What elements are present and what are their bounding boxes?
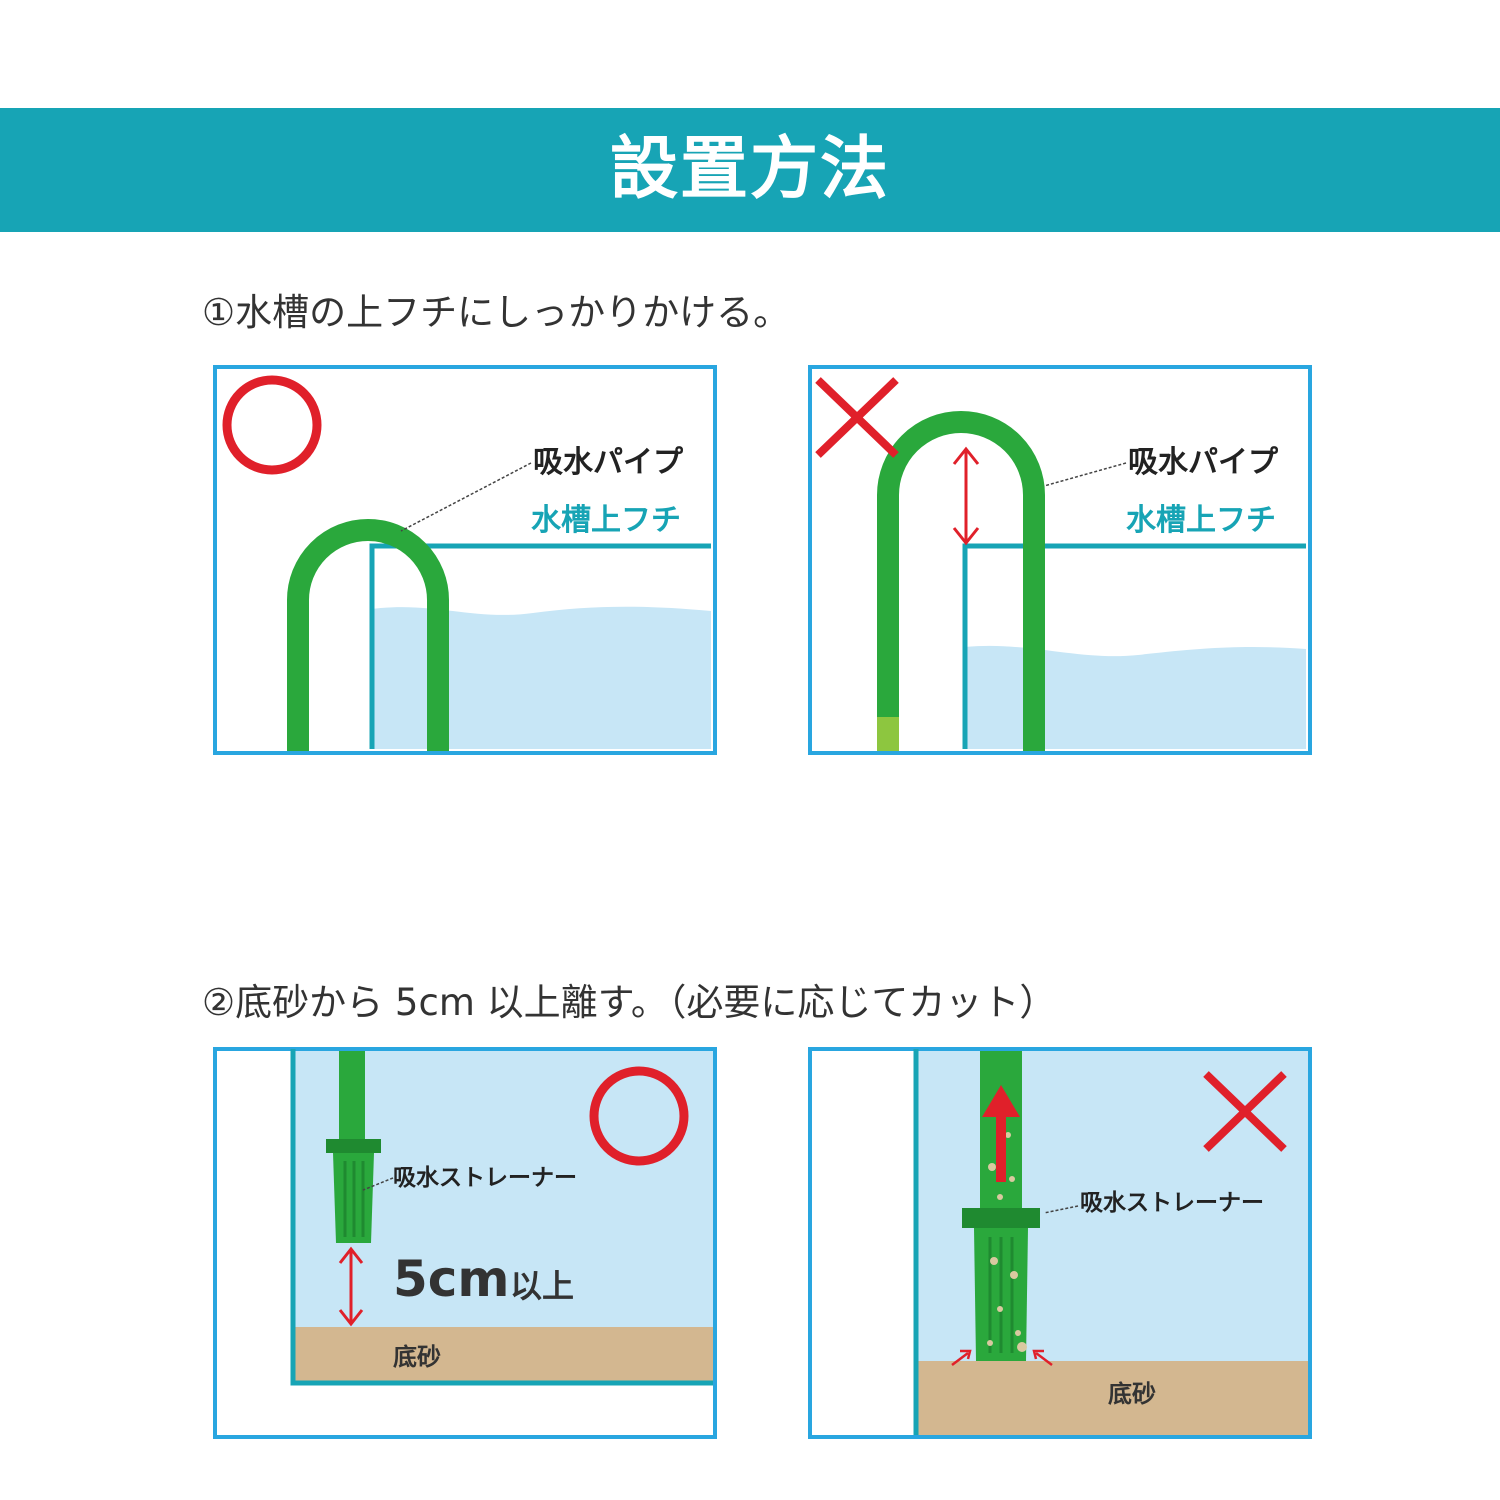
step1-good-panel: 吸水パイプ 水槽上フチ xyxy=(213,365,717,755)
page-title: 設置方法 xyxy=(609,130,890,209)
step2-instruction: ②底砂から 5cm 以上離す。（必要に応じてカット） xyxy=(202,981,1057,1024)
distance-value: 5cm xyxy=(393,1250,510,1308)
distance-suffix: 以上 xyxy=(510,1267,574,1305)
sand-label: 底砂 xyxy=(393,1343,441,1371)
rim-label: 水槽上フチ xyxy=(1126,503,1276,538)
step1-instruction: ①水槽の上フチにしっかりかける。 xyxy=(202,291,791,334)
incorrect-mark-icon xyxy=(1203,1071,1287,1152)
step2-good-panel: 吸水ストレーナー 5cm 以上 底砂 xyxy=(213,1047,717,1439)
rim-label: 水槽上フチ xyxy=(531,503,681,538)
step2-bad-panel: 吸水ストレーナー 底砂 xyxy=(808,1047,1312,1439)
correct-mark-icon xyxy=(589,1066,689,1166)
strainer-label: 吸水ストレーナー xyxy=(1080,1190,1264,1216)
correct-mark-icon xyxy=(222,375,322,475)
step1-bad-panel: 吸水パイプ 水槽上フチ xyxy=(808,365,1312,755)
header-banner: 設置方法 xyxy=(0,108,1500,232)
strainer-label: 吸水ストレーナー xyxy=(393,1165,577,1191)
pipe-label: 吸水パイプ xyxy=(1128,445,1279,480)
pipe-label: 吸水パイプ xyxy=(533,445,684,480)
incorrect-mark-icon xyxy=(815,377,899,458)
sand-label: 底砂 xyxy=(1108,1380,1156,1408)
